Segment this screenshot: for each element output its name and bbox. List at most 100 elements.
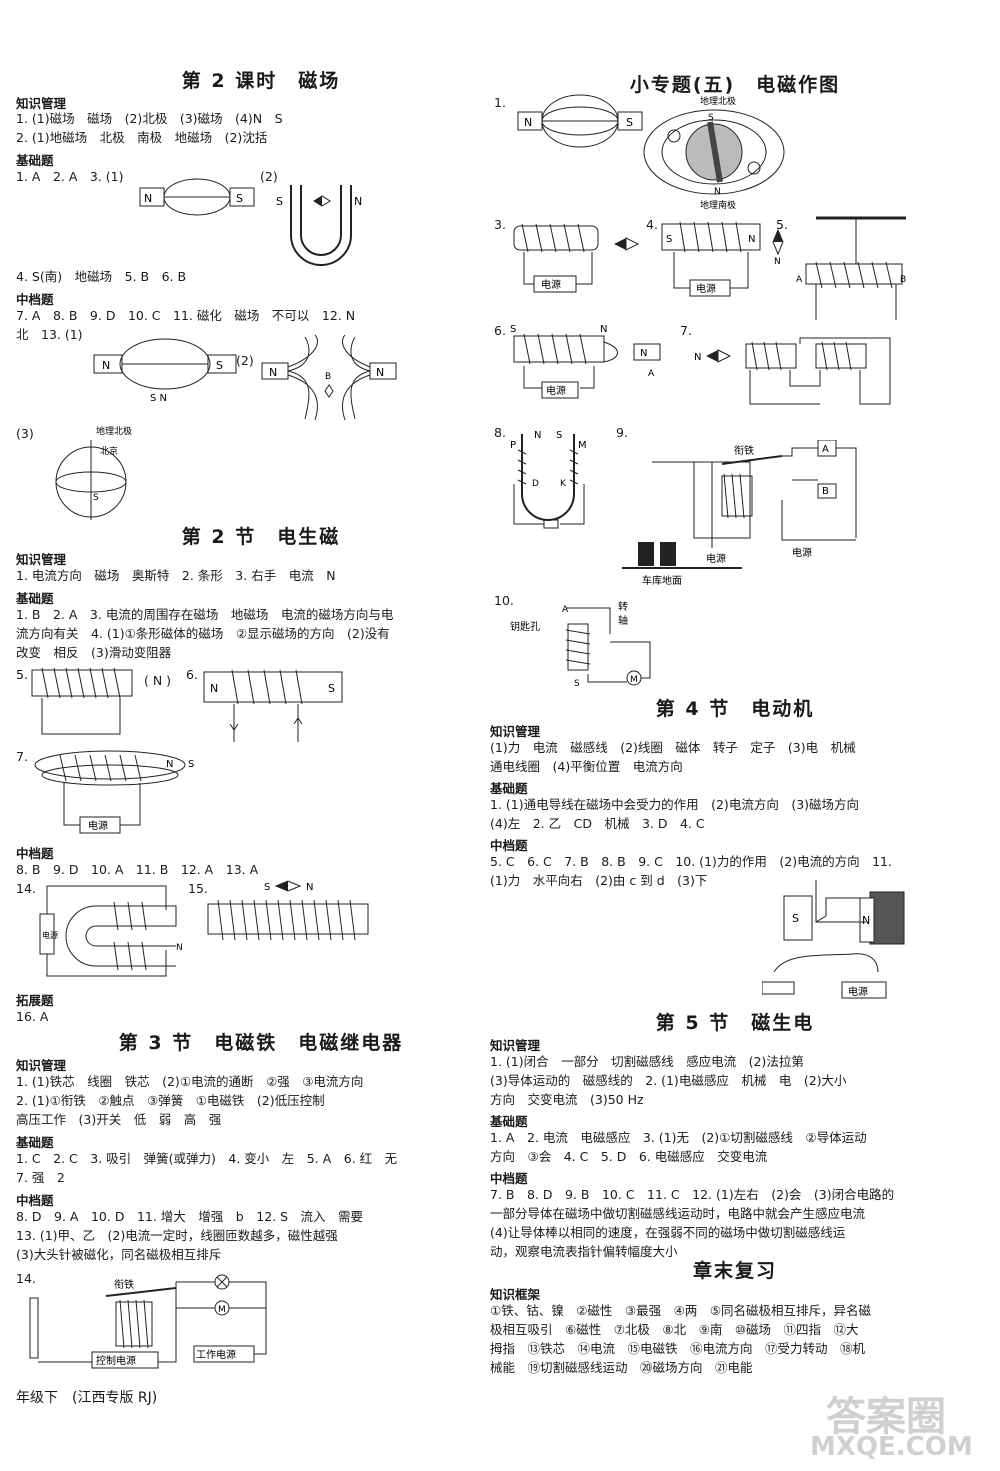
- field-lines-figure: N S: [139, 178, 255, 216]
- svg-text:S: S: [510, 324, 516, 335]
- answer-line: 5. C 6. C 7. B 8. B 9. C 10. (1)力的作用 (2)…: [490, 854, 892, 869]
- svg-text:N: N: [534, 430, 541, 441]
- answer-line: 8. D 9. A 10. D 11. 增大 增强 b 12. S 流入 需要: [16, 1209, 364, 1224]
- question-number: 9.: [616, 425, 628, 440]
- question-number: 3.: [494, 217, 506, 232]
- answer-line: (4)让导体棒以相同的速度，在强弱不同的磁场中做切割磁感线运: [490, 1225, 846, 1240]
- svg-text:N: N: [714, 187, 721, 197]
- label-geo-south: 地理南极: [700, 199, 736, 210]
- answer-line: 16. A: [16, 1009, 49, 1024]
- section-title-electromagnet: 第 3 节 电磁铁 电磁继电器: [118, 1032, 404, 1054]
- section-title-induction: 第 5 节 磁生电: [655, 1012, 815, 1034]
- answer-line: 北 13. (1): [16, 327, 83, 342]
- answer-line: ①铁、钴、镍 ②磁性 ③最强 ④两 ⑤同名磁极相互排斥，异名磁: [490, 1303, 872, 1318]
- svg-text:S: S: [792, 912, 799, 925]
- svg-text:N: N: [354, 195, 362, 208]
- svg-text:N: N: [376, 366, 384, 379]
- svg-text:N: N: [269, 366, 277, 379]
- answer-line: 7. B 8. D 9. B 10. C 11. C 12. (1)左右 (2)…: [490, 1187, 895, 1202]
- right-column: 小专题(五) 电磁作图 1. N S 地理北极 S N 地理南极 3. 电源 4…: [490, 0, 980, 1471]
- earth-magnetic-field-figure: 地理北极 S N 地理南极: [643, 95, 785, 210]
- answer-line: 2. (1)①衔铁 ②触点 ③弹簧 ①电磁铁 (2)低压控制: [16, 1093, 325, 1108]
- label-power: 电源: [546, 384, 566, 397]
- answer-line: 13. (1)甲、乙 (2)电流一定时，线圈匝数越多，磁性越强: [16, 1228, 338, 1243]
- svg-text:S: S: [216, 359, 223, 372]
- relay-circuit-figure: 衔铁 控制电源 工作电源 M: [29, 1274, 267, 1369]
- label-garage-floor: 车库地面: [642, 574, 682, 587]
- svg-text:S: S: [574, 679, 580, 689]
- question-number: 6.: [186, 667, 198, 682]
- label-power: 电源: [88, 819, 108, 832]
- question-number: 14.: [16, 881, 36, 896]
- svg-text:M: M: [578, 440, 587, 451]
- heading-medium: 中档题: [16, 1193, 54, 1208]
- svg-text:B: B: [822, 486, 829, 497]
- field-lines-figure: N S S N: [93, 338, 237, 404]
- answer-line: (3): [16, 426, 34, 441]
- svg-text:A: A: [822, 444, 829, 455]
- answer-line: (1)力 水平向右 (2)由 c 到 d (3)下: [490, 873, 708, 888]
- solenoid-circuit-figure: S N 电源 N A: [510, 324, 661, 399]
- solenoid-circuit-figure: S N 电源: [661, 221, 761, 297]
- answer-line: (3)大头针被磁化，同名磁极相互排斥: [16, 1247, 222, 1262]
- svg-text:S: S: [328, 682, 335, 695]
- heading-knowledge: 知识管理: [490, 1038, 541, 1053]
- section-title-electric-magnet: 第 2 节 电生磁: [181, 526, 341, 548]
- svg-text:N: N: [524, 116, 532, 129]
- answer-line: 改变 相反 (3)滑动变阻器: [16, 645, 172, 660]
- svg-text:N: N: [102, 359, 110, 372]
- answer-line: 通电线圈 (4)平衡位置 电流方向: [490, 759, 683, 774]
- label-work-power: 工作电源: [196, 1348, 236, 1361]
- svg-text:S: S: [264, 882, 270, 893]
- heading-medium: 中档题: [490, 1171, 528, 1186]
- heading-basic: 基础题: [490, 781, 528, 796]
- svg-text:A: A: [796, 275, 803, 285]
- answer-line: 1. A 2. 电流 电磁感应 3. (1)无 (2)①切割磁感线 ②导体运动: [490, 1130, 867, 1145]
- question-number: 1.: [494, 95, 506, 110]
- question-number: 4.: [646, 217, 658, 232]
- answer-line: 8. B 9. D 10. A 11. B 12. A 13. A: [16, 862, 259, 877]
- svg-text:N: N: [862, 914, 870, 927]
- svg-text:M: M: [218, 1305, 226, 1315]
- section-title-chapter-review: 章末复习: [692, 1260, 777, 1282]
- svg-text:S: S: [708, 113, 714, 123]
- answer-line: 1. 电流方向 磁场 奥斯特 2. 条形 3. 右手 电流 N: [16, 568, 336, 583]
- answer-line: 1. B 2. A 3. 电流的周围存在磁场 地磁场 电流的磁场方向与电: [16, 607, 394, 622]
- label-power: 电源: [848, 985, 868, 998]
- label-power: 电源: [792, 546, 812, 559]
- label-power: 电源: [706, 552, 726, 565]
- answer-line: 动，观察电流表指针偏转幅度大小: [490, 1244, 678, 1259]
- heading-medium: 中档题: [16, 292, 54, 307]
- answer-line: 方向 交变电流 (3)50 Hz: [490, 1092, 644, 1107]
- svg-text:M: M: [630, 675, 638, 685]
- svg-text:N: N: [600, 324, 607, 335]
- page-footer: 年级下 (江西专版 RJ): [16, 1390, 158, 1406]
- answer-line: (1)力 电流 磁感线 (2)线圈 磁体 转子 定子 (3)电 机械: [490, 740, 856, 755]
- answer-line: 7. 强 2: [16, 1170, 65, 1185]
- answer-line: (2): [260, 169, 278, 184]
- svg-text:N: N: [144, 192, 152, 205]
- svg-text:K: K: [560, 479, 567, 489]
- svg-text:B: B: [900, 275, 906, 285]
- u-electromagnet-figure: P M N S D K: [510, 430, 587, 529]
- label-power: 电源: [42, 930, 58, 940]
- svg-text:N: N: [694, 352, 701, 363]
- heading-medium: 中档题: [16, 846, 54, 861]
- question-number: 7.: [16, 749, 28, 764]
- answer-line: 高压工作 (3)开关 低 弱 高 强: [16, 1112, 222, 1127]
- answer-line: (2): [236, 353, 254, 368]
- answer-line: 方向 ③会 4. C 5. D 6. 电磁感应 交变电流: [490, 1149, 768, 1164]
- answer-line: 1. C 2. C 3. 吸引 弹簧(或弹力) 4. 变小 左 5. A 6. …: [16, 1151, 398, 1166]
- label-control-power: 控制电源: [96, 1354, 136, 1367]
- answer-line: 2. (1)地磁场 北极 南极 地磁场 (2)沈括: [16, 130, 268, 145]
- solenoid-circuit-figure: 电源 N S: [34, 750, 194, 834]
- svg-text:N: N: [306, 882, 313, 893]
- svg-text:D: D: [532, 479, 539, 489]
- svg-text:N: N: [774, 257, 781, 264]
- section-title-motor: 第 4 节 电动机: [655, 698, 815, 720]
- svg-text:N: N: [748, 234, 755, 245]
- answer-line: (4)左 2. 乙 CD 机械 3. D 4. C: [490, 816, 705, 831]
- question-number: 5.: [16, 667, 28, 682]
- solenoid-circuit-figure: 电源: [513, 223, 640, 293]
- svg-text:S: S: [188, 759, 194, 770]
